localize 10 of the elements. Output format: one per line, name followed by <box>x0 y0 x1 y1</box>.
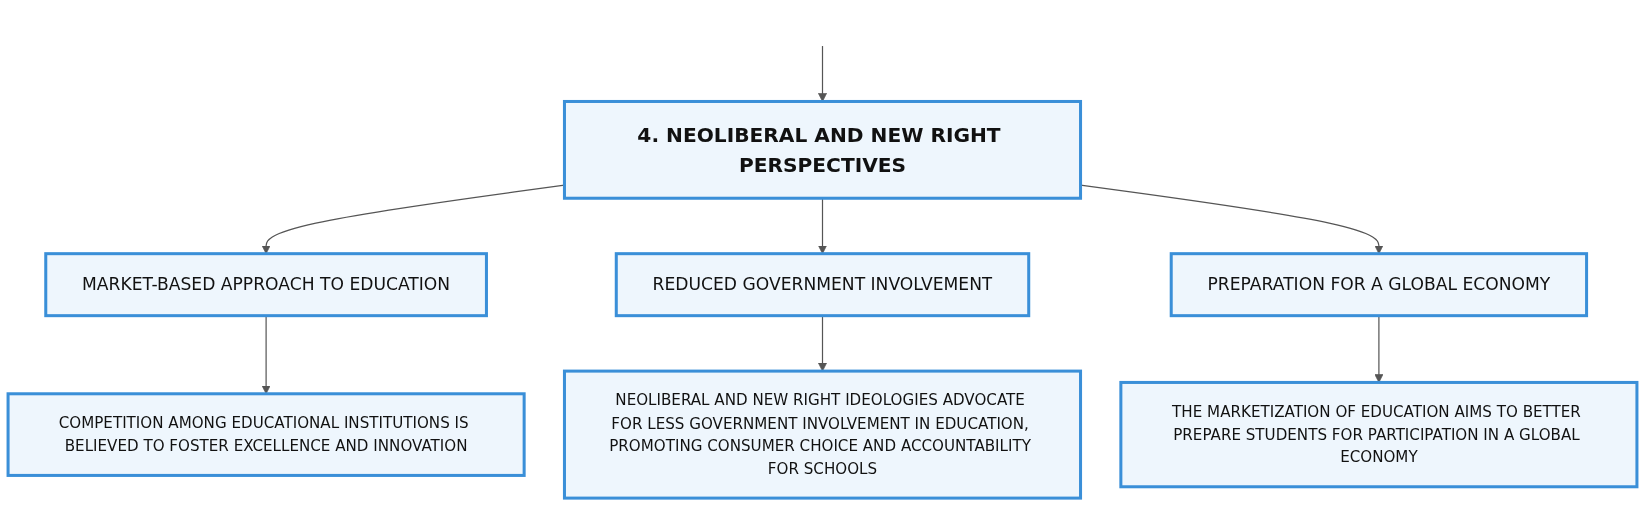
arrow <box>1374 315 1384 383</box>
node-box: NEOLIBERAL AND NEW RIGHT IDEOLOGIES ADVOCATE FOR LESS GOVERNMENT INVOLVEMENT IN EDUCATION, PROMOTING CONSUMER CHOICE AND ACCOUNTABILITY FOR SCHOOLS <box>562 369 1083 500</box>
arrow <box>818 315 827 372</box>
node-box: REDUCED GOVERNMENT INVOLVEMENT <box>614 252 1031 318</box>
node-box: COMPETITION AMONG EDUCATIONAL INSTITUTIONS IS BELIEVED TO FOSTER EXCELLENCE AND INNOVATION <box>6 392 526 477</box>
arrow <box>818 45 827 102</box>
node-box: THE MARKETIZATION OF EDUCATION AIMS TO BETTER PREPARE STUDENTS FOR PARTICIPATION IN A GLOBAL ECONOMY <box>1119 380 1639 489</box>
node-box: 4. NEOLIBERAL AND NEW RIGHT PERSPECTIVES <box>562 99 1083 200</box>
node-box: PREPARATION FOR A GLOBAL ECONOMY <box>1169 252 1589 318</box>
node-box: MARKET-BASED APPROACH TO EDUCATION <box>44 252 488 318</box>
